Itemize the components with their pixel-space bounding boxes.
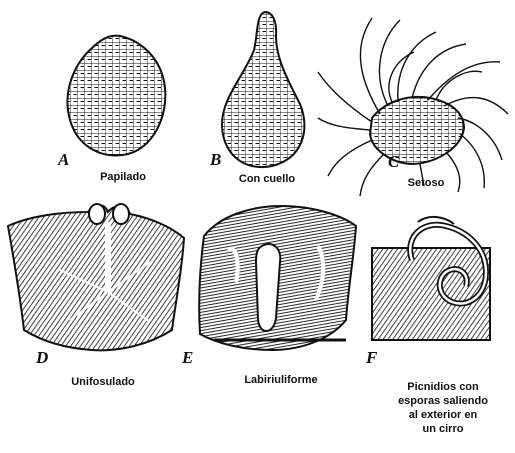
figure-letter-b: B xyxy=(210,150,221,170)
figure-caption-f-line-2: esporas saliendo xyxy=(382,394,504,408)
figure-caption-f-line-4: un cirro xyxy=(382,422,504,436)
labyrinthiform-pycnidium-drawing xyxy=(199,206,356,350)
figure-caption-c: Setoso xyxy=(386,176,466,190)
figure-letter-a: A xyxy=(58,150,69,170)
figure-caption-f-line-1: Picnidios con xyxy=(382,380,504,394)
figure-letter-f: F xyxy=(366,348,377,368)
figure-caption-a: Papilado xyxy=(78,170,168,184)
papillate-pycnidium-drawing xyxy=(67,36,165,156)
cirrus-pycnidium-drawing xyxy=(372,217,490,340)
figure-letter-c: C xyxy=(388,152,399,172)
figure-caption-f-line-3: al exterior en xyxy=(382,408,504,422)
figure-caption-f: Picnidios con esporas saliendo al exteri… xyxy=(382,380,504,436)
unifosulate-pycnidium-drawing xyxy=(8,204,184,350)
setose-pycnidium-drawing xyxy=(318,18,508,196)
figure-caption-b: Con cuello xyxy=(222,172,312,186)
figure-caption-d: Unifosulado xyxy=(48,375,158,389)
figure-letter-e: E xyxy=(182,348,193,368)
figure-letter-d: D xyxy=(36,348,48,368)
necked-pycnidium-drawing xyxy=(222,12,304,167)
figure-caption-e: Labiriuliforme xyxy=(226,373,336,387)
